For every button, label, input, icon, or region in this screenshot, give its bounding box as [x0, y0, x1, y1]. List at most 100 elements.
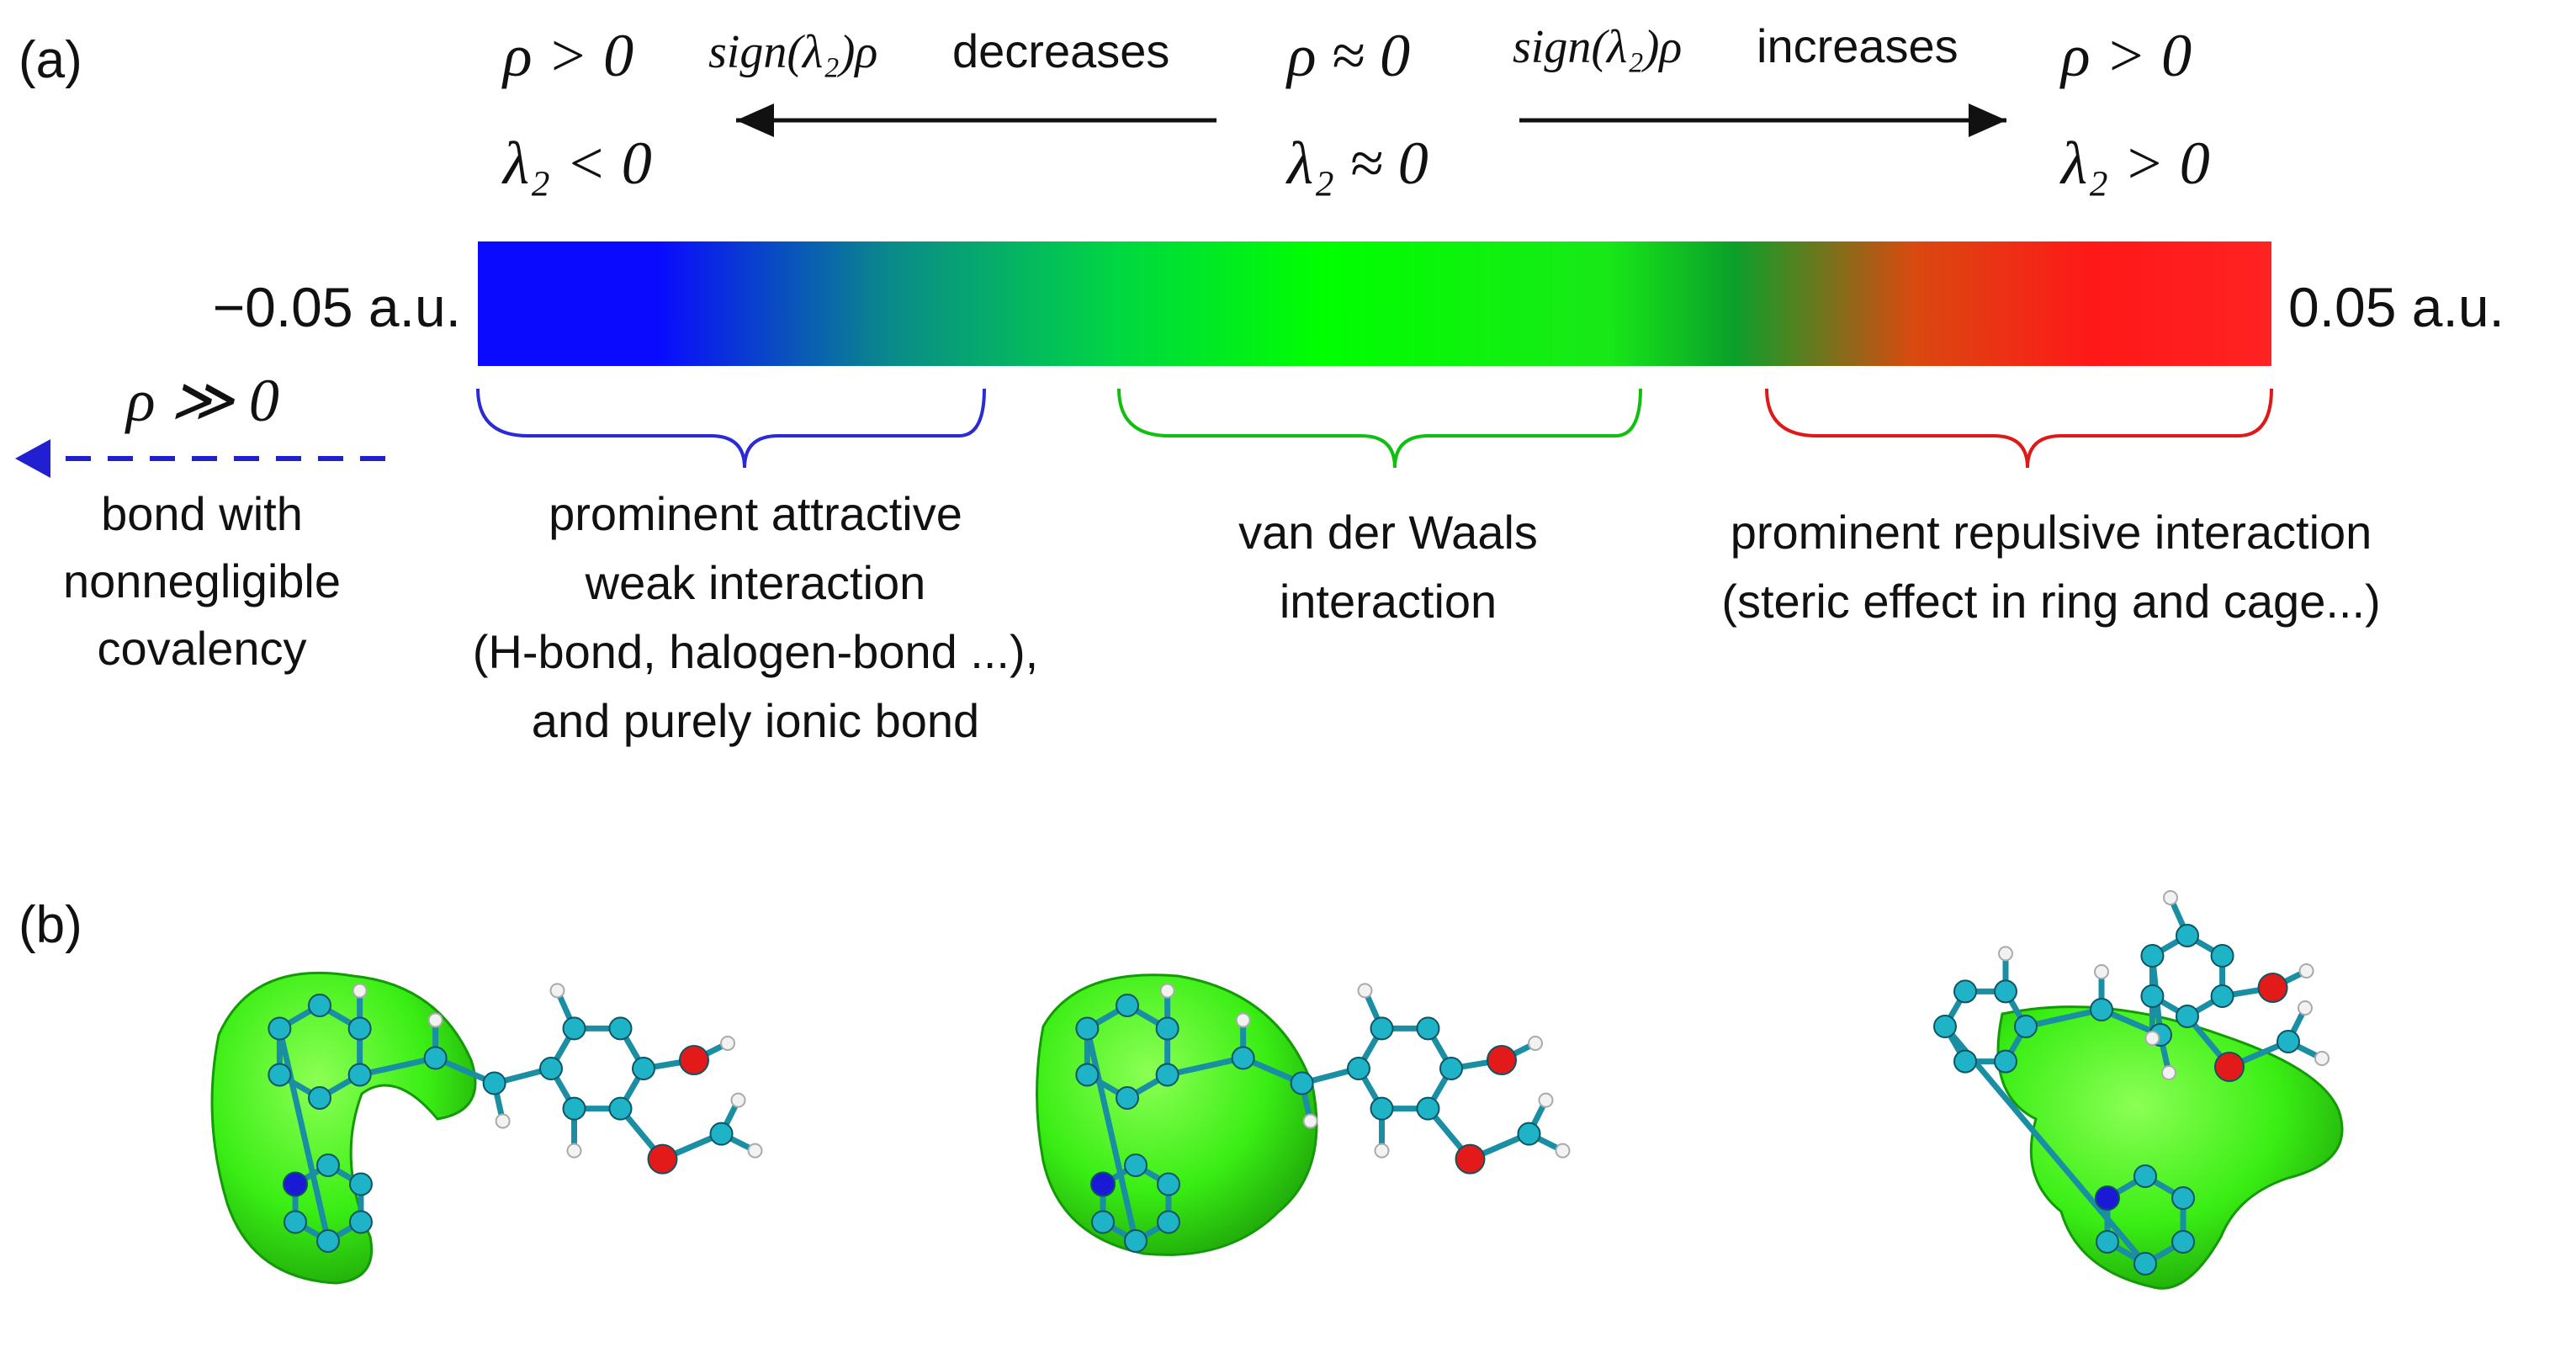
carbon-atom: [1124, 1229, 1148, 1253]
carbon-atom: [308, 994, 331, 1017]
carbon-atom: [1953, 979, 1977, 1004]
carbon-atom: [2210, 944, 2234, 968]
vdw-brace: [1117, 388, 1642, 469]
carbon-atom: [1155, 1016, 1179, 1041]
repulsive-text-line2: (steric effect in ring and cage...): [1721, 575, 2380, 628]
carbon-atom: [2176, 924, 2199, 947]
vdw-text-line1: van der Waals: [1238, 506, 1538, 559]
carbon-atom: [2277, 1030, 2300, 1053]
carbon-atom: [562, 1096, 586, 1121]
left-arrow-word: decreases: [952, 24, 1169, 77]
carbon-atom: [539, 1057, 563, 1080]
repulsive-brace: [1765, 388, 2273, 469]
carbon-atom: [2095, 1230, 2119, 1254]
carbon-atom: [1156, 1210, 1180, 1234]
vdw-text-line2: interaction: [1280, 575, 1497, 628]
hydrogen-atom: [352, 983, 368, 999]
hydrogen-atom: [2161, 1065, 2176, 1080]
oxygen-atom: [1455, 1143, 1486, 1175]
hydrogen-atom: [566, 1143, 582, 1159]
isosurface-2: [1036, 973, 1318, 1256]
carbon-atom: [348, 1210, 373, 1234]
mid-lambda-condition: λ₂ ≈ 0: [1285, 130, 1428, 197]
carbon-atom: [2090, 998, 2113, 1021]
hydrogen-atom: [720, 1036, 735, 1051]
carbon-atom: [1116, 1086, 1139, 1110]
carbon-atom: [1416, 1096, 1440, 1121]
bond-stick: [1166, 1055, 1244, 1078]
hydrogen-atom: [1302, 1113, 1318, 1129]
covalent-rho-condition: ρ ≫ 0: [125, 367, 279, 434]
attractive-brace: [476, 388, 986, 469]
mid-rho-condition: ρ ≈ 0: [1285, 22, 1410, 89]
hydrogen-atom: [1374, 1143, 1390, 1159]
hydrogen-atom: [1235, 1012, 1251, 1028]
hydrogen-atom: [2163, 890, 2178, 905]
attractive-text-line3: (H-bond, halogen-bond ...),: [473, 625, 1038, 678]
hydrogen-atom: [1159, 983, 1175, 999]
carbon-atom: [1116, 994, 1139, 1017]
nitrogen-atom: [2094, 1185, 2120, 1211]
carbon-atom: [1933, 1015, 1957, 1038]
hydrogen-atom: [2298, 1000, 2313, 1016]
carbon-atom: [1347, 1057, 1370, 1080]
right-arrow-math: sign(λ₂)ρ: [1513, 21, 1682, 73]
carbon-atom: [1075, 1063, 1100, 1087]
carbon-atom: [284, 1210, 308, 1234]
covalent-arrow-head: [15, 439, 50, 478]
nitrogen-atom: [1090, 1171, 1116, 1197]
molecule-view-3: [1933, 890, 2344, 1290]
carbon-atom: [1439, 1057, 1463, 1080]
hydrogen-atom: [1357, 983, 1373, 999]
carbon-atom: [1091, 1210, 1116, 1234]
carbon-atom: [2176, 1005, 2199, 1028]
carbon-atom: [423, 1046, 448, 1070]
hydrogen-atom: [2314, 1051, 2330, 1066]
hydrogen-atom: [2094, 964, 2109, 979]
hydrogen-atom: [1538, 1092, 1554, 1108]
carbon-atom: [1124, 1154, 1148, 1177]
covalent-text-line3: covalency: [97, 622, 306, 675]
carbon-atom: [347, 1063, 372, 1087]
panel-label-a: (a): [19, 31, 82, 89]
right-lambda-condition: λ₂ > 0: [2059, 130, 2210, 197]
carbon-atom: [2014, 1015, 2038, 1038]
carbon-atom: [608, 1016, 633, 1041]
attractive-text-line1: prominent attractive: [549, 487, 962, 540]
scale-min-label: −0.05 a.u.: [213, 276, 461, 338]
carbon-atom: [2140, 984, 2165, 1008]
carbon-atom: [2171, 1186, 2196, 1210]
carbon-atom: [2133, 1164, 2157, 1188]
hydrogen-atom: [1998, 946, 2013, 962]
hydrogen-atom: [1555, 1143, 1571, 1159]
oxygen-atom: [647, 1143, 678, 1175]
bond-stick: [1943, 1024, 2148, 1266]
carbon-atom: [1156, 1172, 1180, 1196]
hydrogen-atom: [1528, 1036, 1543, 1051]
molecule-view-2: [1036, 973, 1571, 1256]
left-rho-condition: ρ > 0: [501, 22, 633, 89]
isosurface-3: [1996, 1005, 2344, 1290]
hydrogen-atom: [549, 983, 565, 999]
left-arrow-math: sign(λ₂)ρ: [708, 26, 877, 78]
carbon-atom: [347, 1016, 372, 1041]
bond-stick: [1084, 1027, 1139, 1242]
hydrogen-atom: [747, 1143, 763, 1159]
carbon-atom: [709, 1122, 734, 1146]
carbon-atom: [316, 1154, 340, 1177]
repulsive-text-line1: prominent repulsive interaction: [1731, 506, 2372, 559]
attractive-text-line4: and purely ionic bond: [532, 694, 979, 747]
carbon-atom: [2140, 944, 2165, 968]
color-scale-bar: [478, 241, 2271, 366]
hydrogen-atom: [730, 1092, 746, 1108]
carbon-atom: [2210, 984, 2234, 1008]
right-arrow-word: increases: [1757, 19, 1959, 72]
hydrogen-atom: [495, 1113, 511, 1129]
carbon-atom: [316, 1229, 340, 1253]
nitrogen-atom: [283, 1171, 309, 1197]
attractive-text-line2: weak interaction: [585, 556, 926, 609]
carbon-atom: [2133, 1252, 2157, 1275]
carbon-atom: [268, 1016, 292, 1041]
carbon-atom: [268, 1063, 292, 1087]
